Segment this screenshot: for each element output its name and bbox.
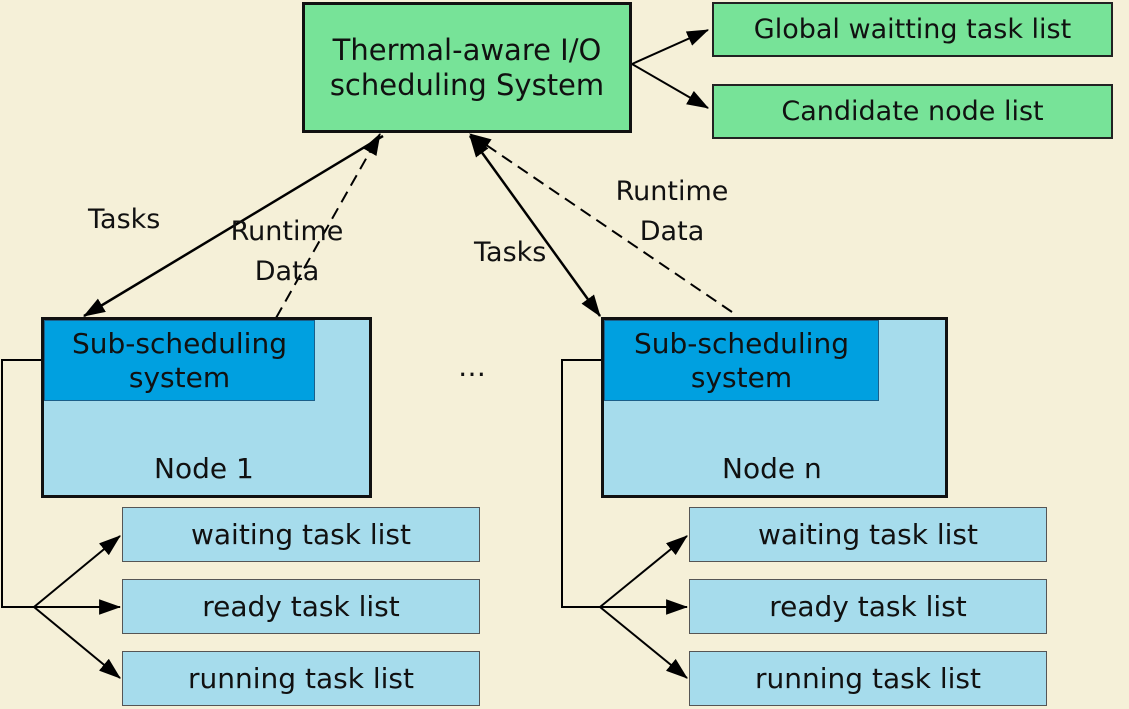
arrow-tasks-node1	[83, 134, 384, 318]
arrow-tasks-noden	[468, 135, 602, 317]
ellipsis-label: …	[458, 350, 486, 383]
noden-sub-line1: Sub-scheduling	[634, 327, 849, 361]
noden-label: Node n	[722, 452, 822, 485]
runtime-label-right-line1: Runtime	[615, 176, 729, 207]
main-box-line2: scheduling System	[329, 67, 605, 102]
runtime-data-label-left: Runtime Data	[222, 210, 352, 293]
node1-label: Node 1	[154, 452, 254, 485]
candidate-list-label: Candidate node list	[781, 95, 1044, 127]
noden-ready-task-list: ready task list	[689, 579, 1047, 634]
global-waiting-task-list-box: Global waitting task list	[712, 2, 1113, 57]
node1-sub-line1: Sub-scheduling	[72, 327, 287, 361]
node1-waiting-task-list: waiting task list	[122, 507, 480, 562]
arrow-runtime-noden	[469, 133, 733, 313]
arrow-to-candidate-list	[631, 63, 709, 109]
main-box-line1: Thermal-aware I/O	[332, 33, 602, 68]
arrow-noden-running	[599, 606, 688, 679]
node1-running-task-list: running task list	[122, 651, 480, 706]
node1-list-connector	[1, 359, 42, 608]
arrow-node1-waiting	[33, 535, 121, 608]
node1-running-label: running task list	[188, 661, 414, 695]
candidate-node-list-box: Candidate node list	[712, 84, 1113, 139]
noden-sub-scheduling-system: Sub-scheduling system	[604, 320, 879, 401]
arrow-noden-waiting	[599, 535, 688, 608]
runtime-label-right-line2: Data	[639, 216, 705, 248]
runtime-label-left-line2: Data	[254, 256, 320, 288]
noden-waiting-task-list: waiting task list	[689, 507, 1047, 562]
noden-running-task-list: running task list	[689, 651, 1047, 706]
arrow-runtime-node1	[275, 133, 381, 319]
global-list-label: Global waitting task list	[753, 13, 1072, 45]
runtime-data-label-right: Runtime Data	[607, 170, 737, 253]
node1-waiting-label: waiting task list	[191, 517, 411, 551]
node1-sub-line2: system	[128, 360, 231, 394]
arrow-to-global-list	[631, 29, 710, 65]
noden-running-label: running task list	[755, 661, 981, 695]
arrow-node1-running	[33, 606, 121, 679]
tasks-label-left: Tasks	[88, 204, 161, 235]
node1-ready-task-list: ready task list	[122, 579, 480, 634]
thermal-aware-scheduling-system-box: Thermal-aware I/O scheduling System	[302, 2, 632, 133]
tasks-label-right: Tasks	[474, 237, 547, 268]
noden-list-connector	[561, 359, 602, 608]
noden-sub-line2: system	[690, 360, 793, 394]
node1-ready-label: ready task list	[202, 589, 400, 623]
runtime-label-left-line1: Runtime	[230, 216, 344, 247]
node1-sub-scheduling-system: Sub-scheduling system	[44, 320, 315, 401]
noden-ready-label: ready task list	[769, 589, 967, 623]
noden-waiting-label: waiting task list	[758, 517, 978, 551]
